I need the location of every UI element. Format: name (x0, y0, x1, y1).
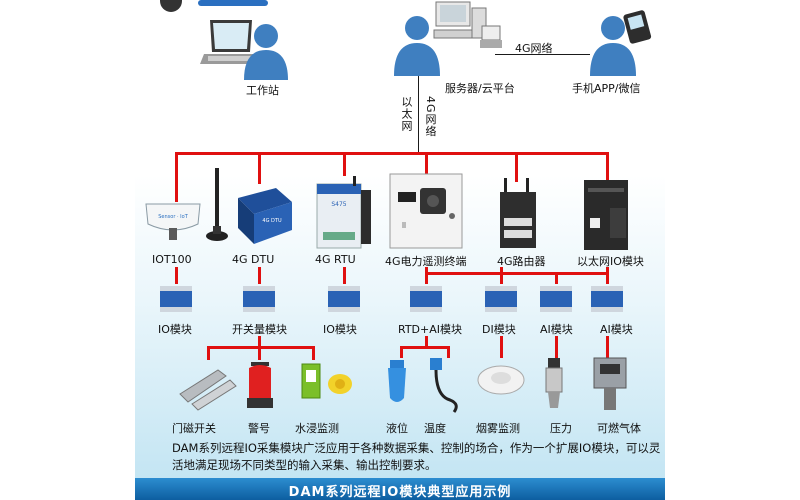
logo-fragment (160, 0, 280, 12)
module-label-4: RTD+AI模块 (398, 323, 463, 336)
workstation-label: 工作站 (246, 84, 279, 97)
4g-dtu-device-icon: 4G DTU (238, 188, 292, 244)
sensor-label-3: 水浸监测 (295, 422, 339, 435)
sensor-label-5: 温度 (424, 422, 446, 435)
link-d6-m7 (606, 267, 609, 284)
sensor-label-1: 门磁开关 (172, 422, 216, 435)
io-module-6-icon (540, 286, 572, 312)
module-label-6: AI模块 (540, 323, 573, 336)
io-module-4-icon (410, 286, 442, 312)
svg-text:Sensor · IoT: Sensor · IoT (158, 214, 188, 220)
device-label-4: 4G电力遥测终端 (385, 255, 467, 268)
device-label-5: 4G路由器 (497, 255, 546, 268)
router-bus (425, 272, 608, 275)
sensor-label-7: 压力 (550, 422, 572, 435)
link-sensor-3 (312, 346, 315, 360)
link-m4-sensors (425, 336, 428, 348)
iot100-device-icon: Sensor · IoT (145, 203, 201, 240)
link-sensor-4 (400, 346, 403, 358)
laptop-icon (200, 20, 262, 64)
bus-drop-1 (175, 152, 178, 202)
mobile-label: 手机APP/微信 (572, 82, 641, 95)
description-text: DAM系列远程IO采集模块广泛应用于各种数据采集、控制的场合，作为一个扩展IO模… (172, 441, 661, 472)
door-magnet-icon (179, 369, 237, 411)
module-label-1: IO模块 (158, 323, 192, 336)
link-sensor-8 (606, 336, 609, 358)
link-sensor-6 (500, 336, 503, 358)
link-d4-m4 (425, 267, 428, 284)
link-d5-m6 (555, 272, 558, 284)
4g-router-device-icon (500, 178, 536, 248)
module-label-3: IO模块 (323, 323, 357, 336)
device-label-1: IOT100 (152, 253, 192, 266)
io-module-1-icon (160, 286, 192, 312)
link-sensor-7 (555, 336, 558, 358)
sensor-bus-mid (400, 346, 450, 349)
pressure-sensor-icon (545, 358, 563, 408)
module-label-7: AI模块 (600, 323, 633, 336)
svg-text:4G DTU: 4G DTU (262, 218, 282, 224)
network-link (495, 54, 590, 55)
device-label-3: 4G RTU (315, 253, 356, 266)
4g-vertical-label: 4G网络 (424, 96, 437, 138)
io-module-5-icon (485, 286, 517, 312)
sensor-label-8: 可燃气体 (597, 422, 641, 435)
footer-title: DAM系列远程IO模块典型应用示例 (288, 485, 512, 500)
temperature-probe-icon (430, 358, 458, 413)
link-sensor-5 (447, 346, 450, 358)
gas-detector-icon (593, 357, 627, 410)
antenna-icon (206, 168, 228, 241)
server-downlink (418, 76, 419, 152)
bus-drop-4 (425, 152, 428, 174)
svg-text:S475: S475 (331, 201, 346, 208)
bus-drop-5 (515, 152, 518, 182)
module-label-5: DI模块 (482, 323, 516, 336)
ethernet-vertical-label: 以太网 (400, 96, 413, 132)
footer-banner: DAM系列远程IO模块典型应用示例 (135, 478, 665, 500)
server-label: 服务器/云平台 (445, 82, 515, 95)
alarm-siren-icon (247, 362, 273, 408)
link-d2-m2 (258, 267, 261, 284)
bus-drop-2 (258, 152, 261, 184)
bus-drop-6 (606, 152, 609, 180)
mobile-user-icon (590, 16, 636, 76)
link-d1-m1 (175, 267, 178, 284)
network-label: 4G网络 (515, 42, 553, 55)
link-sensor-2 (258, 346, 261, 360)
ethernet-io-module-icon (584, 180, 628, 250)
4g-rtu-device-icon: S475 (316, 176, 371, 249)
smoke-detector-icon (477, 365, 525, 395)
sensor-label-2: 警号 (248, 422, 270, 435)
background-panel (135, 0, 665, 500)
server-user-icon (394, 16, 440, 76)
io-module-7-icon (591, 286, 623, 312)
bus-drop-3 (343, 152, 346, 176)
sensor-label-6: 烟雾监测 (476, 422, 520, 435)
mobile-phone-icon (623, 10, 652, 44)
device-label-2: 4G DTU (232, 253, 275, 266)
link-m2-sensors (258, 336, 261, 348)
sensor-label-4: 液位 (386, 422, 408, 435)
link-d5-m5 (500, 267, 503, 284)
workstation-user-icon (244, 24, 288, 80)
link-sensor-1 (207, 346, 210, 360)
level-sensor-icon (388, 360, 406, 402)
server-computer-icon (433, 1, 502, 48)
io-module-2-icon (243, 286, 275, 312)
link-d3-m3 (343, 267, 346, 284)
water-leak-sensor-icon (301, 363, 352, 399)
device-label-6: 以太网IO模块 (577, 255, 644, 268)
io-module-3-icon (328, 286, 360, 312)
power-telemetry-terminal-icon (389, 173, 463, 249)
device-bus (175, 152, 608, 155)
module-label-2: 开关量模块 (232, 323, 287, 336)
